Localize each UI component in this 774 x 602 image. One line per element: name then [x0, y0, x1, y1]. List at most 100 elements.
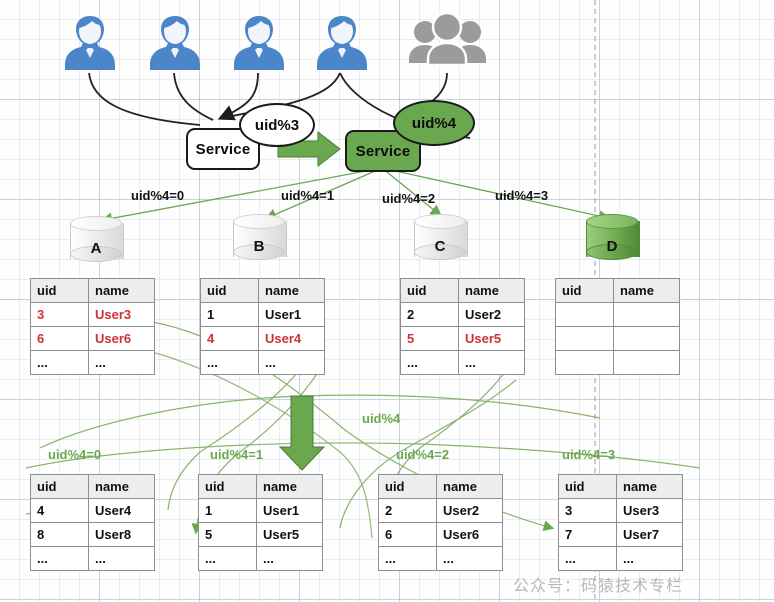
route-label-bottom-2: uid%4=2 [396, 447, 450, 462]
user-icon-1 [62, 12, 118, 79]
cell-uid: 7 [558, 522, 617, 547]
table-row [555, 302, 680, 327]
col-name: name [258, 278, 325, 303]
route-label-top-0: uid%4=0 [131, 188, 185, 203]
col-uid: uid [555, 278, 614, 303]
cell-name: User3 [88, 302, 155, 327]
cell-uid [555, 350, 614, 375]
database-b: B [233, 214, 287, 264]
database-c-label: C [434, 238, 446, 255]
cell-name: ... [258, 350, 325, 375]
col-name: name [88, 278, 155, 303]
route-label-top-1: uid%4=1 [281, 188, 335, 203]
user-icon-2 [147, 12, 203, 79]
col-uid: uid [400, 278, 459, 303]
database-d: D [586, 214, 640, 264]
table-before-d: uid name [555, 278, 680, 375]
col-uid: uid [30, 278, 89, 303]
col-uid: uid [200, 278, 259, 303]
uid-mod3-label: uid%3 [254, 116, 300, 134]
cell-uid: 4 [30, 498, 89, 523]
table-after-shard-1: uid name 1 User1 5 User5 ... ... [198, 474, 323, 571]
database-d-label: D [606, 238, 618, 255]
cell-uid: 5 [400, 326, 459, 351]
cell-uid: 6 [30, 326, 89, 351]
route-label-bottom-1: uid%4=1 [210, 447, 264, 462]
cell-name: ... [458, 350, 525, 375]
table-row: ... ... [558, 546, 683, 571]
table-row [555, 350, 680, 375]
col-name: name [436, 474, 503, 499]
route-label-bottom-0: uid%4=0 [48, 447, 102, 462]
cell-uid: ... [30, 350, 89, 375]
table-header-row: uid name [30, 474, 155, 499]
cell-uid: 8 [30, 522, 89, 547]
cell-name: User1 [258, 302, 325, 327]
table-after-shard-2: uid name 2 User2 6 User6 ... ... [378, 474, 503, 571]
cell-uid: 2 [400, 302, 459, 327]
cell-name: User3 [616, 498, 683, 523]
table-header-row: uid name [198, 474, 323, 499]
cell-uid: ... [200, 350, 259, 375]
table-row: ... ... [30, 350, 155, 375]
col-name: name [616, 474, 683, 499]
cell-name: User5 [256, 522, 323, 547]
table-after-shard-3: uid name 3 User3 7 User7 ... ... [558, 474, 683, 571]
table-row: ... ... [30, 546, 155, 571]
cell-uid: 3 [30, 302, 89, 327]
table-row: ... ... [378, 546, 503, 571]
cell-uid: 5 [198, 522, 257, 547]
table-row: 5 User5 [400, 326, 525, 351]
cell-uid: 2 [378, 498, 437, 523]
table-row: ... ... [200, 350, 325, 375]
user-icon-3 [231, 12, 287, 79]
down-arrow-shape [278, 395, 326, 471]
cell-name: User1 [256, 498, 323, 523]
col-name: name [256, 474, 323, 499]
database-c: C [414, 214, 468, 264]
cell-name [613, 350, 680, 375]
service-old-label: Service [195, 140, 251, 158]
user-group-icon [404, 11, 490, 79]
cell-uid: 3 [558, 498, 617, 523]
cell-name: User4 [258, 326, 325, 351]
route-label-top-2: uid%4=2 [382, 191, 436, 206]
col-uid: uid [378, 474, 437, 499]
cell-uid: ... [30, 546, 89, 571]
cell-name: ... [436, 546, 503, 571]
user-icon-4 [314, 12, 370, 79]
table-row [555, 326, 680, 351]
watermark: 公众号：码猿技术专栏 [513, 576, 684, 595]
col-name: name [458, 278, 525, 303]
cell-name: User7 [616, 522, 683, 547]
col-uid: uid [558, 474, 617, 499]
route-label-top-3: uid%4=3 [495, 188, 549, 203]
service-new-label: Service [355, 142, 411, 160]
route-label-bottom-3: uid%4=3 [562, 447, 616, 462]
cell-name: User6 [88, 326, 155, 351]
cell-name [613, 326, 680, 351]
cell-name: User2 [436, 498, 503, 523]
table-header-row: uid name [200, 278, 325, 303]
cell-name: ... [616, 546, 683, 571]
col-uid: uid [30, 474, 89, 499]
table-row: 1 User1 [198, 498, 323, 523]
cell-uid [555, 326, 614, 351]
table-row: 2 User2 [378, 498, 503, 523]
table-row: 4 User4 [30, 498, 155, 523]
table-header-row: uid name [378, 474, 503, 499]
cell-name: User4 [88, 498, 155, 523]
table-row: ... ... [198, 546, 323, 571]
cell-name: ... [88, 350, 155, 375]
cell-uid: ... [558, 546, 617, 571]
table-row: 6 User6 [30, 326, 155, 351]
cell-uid: ... [378, 546, 437, 571]
uid-mod4-bubble: uid%4 [393, 100, 475, 146]
col-uid: uid [198, 474, 257, 499]
table-header-row: uid name [555, 278, 680, 303]
table-row: 3 User3 [30, 302, 155, 327]
table-row: 3 User3 [558, 498, 683, 523]
table-row: 8 User8 [30, 522, 155, 547]
table-header-row: uid name [558, 474, 683, 499]
